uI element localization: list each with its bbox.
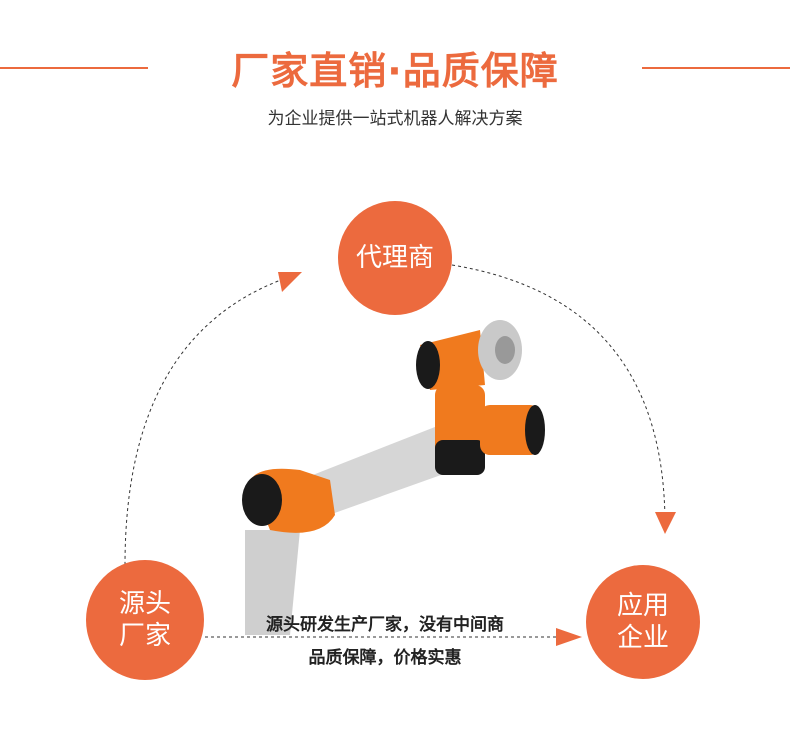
arrow-bottom — [556, 628, 582, 646]
node-agent: 代理商 — [338, 201, 452, 315]
arrow-left-arc — [278, 272, 302, 292]
node-source-line1: 源头 — [118, 589, 171, 619]
node-source-line2: 厂家 — [118, 621, 171, 651]
node-application-line1: 应用 — [616, 591, 669, 621]
robot-arm-image — [242, 320, 545, 635]
page-title: 厂家直销·品质保障 — [231, 49, 559, 93]
caption-line1: 源头研发生产厂家，没有中间商 — [266, 615, 504, 635]
left-divider — [0, 67, 148, 69]
node-agent-label: 代理商 — [355, 243, 434, 273]
node-application-line2: 企业 — [616, 623, 669, 653]
arrow-right-arc — [655, 512, 676, 534]
node-application-enterprise: 应用企业 — [586, 565, 700, 679]
dashed-arc-right — [451, 264, 666, 526]
caption-line2: 品质保障，价格实惠 — [308, 648, 462, 668]
right-divider — [642, 67, 790, 69]
page-subtitle: 为企业提供一站式机器人解决方案 — [267, 109, 523, 129]
node-source-factory: 源头厂家 — [86, 560, 204, 680]
